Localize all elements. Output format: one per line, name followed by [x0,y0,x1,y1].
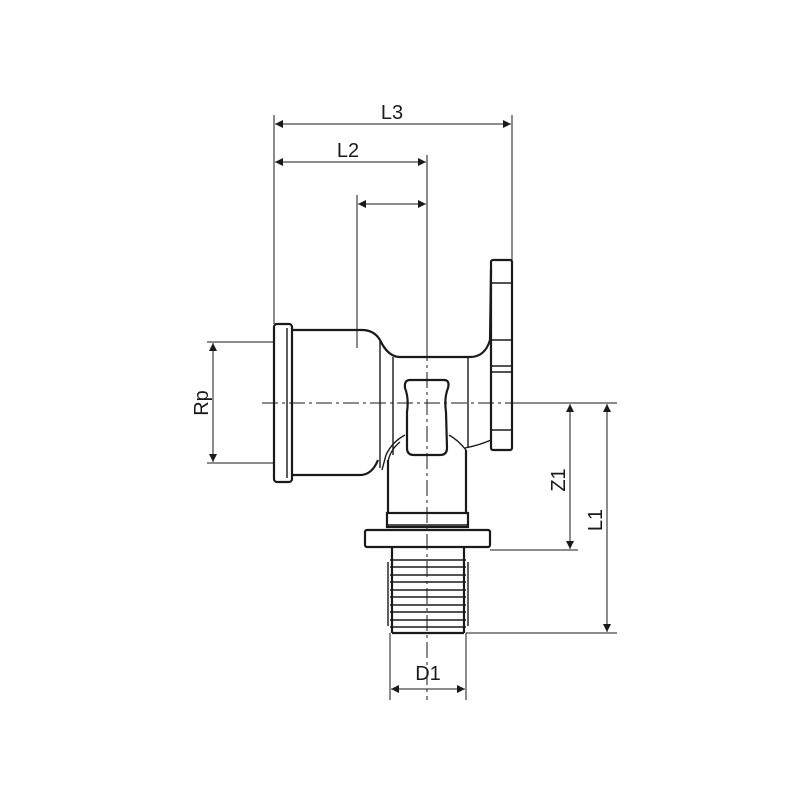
extension-lines [207,115,617,700]
label-l1: L1 [585,509,607,531]
fitting-body [272,258,514,635]
label-rp: Rp [191,390,213,416]
spigot-ribs [387,559,469,628]
label-l2: L2 [337,140,359,162]
label-z1: Z1 [548,468,570,491]
label-d1: D1 [415,663,441,685]
label-l3: L3 [381,102,403,124]
